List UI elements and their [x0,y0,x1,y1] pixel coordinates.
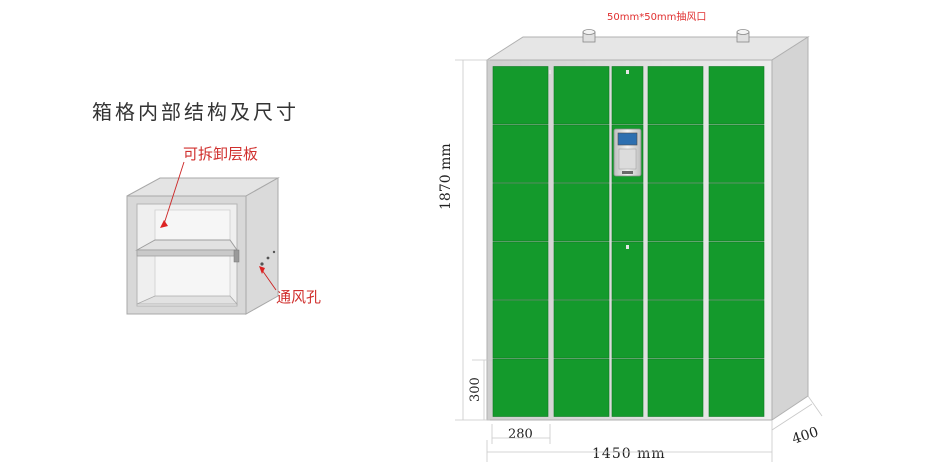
locker-door [708,124,765,183]
locker-door [492,300,549,359]
cabinet-top-face [485,36,810,61]
lock-mark [626,70,629,74]
barcode-scanner [622,171,633,174]
lock-mark [705,70,707,74]
lock-mark [626,245,629,249]
vent-arrow-icon [259,266,265,274]
compartment-side-face [245,177,279,315]
locker-door [708,300,765,359]
locker-door [647,300,704,359]
locker-door [647,183,704,242]
vent-leader-line [261,269,277,291]
locker-door [611,300,644,359]
locker-door [492,183,549,242]
locker-door [647,241,704,300]
locker-door [708,183,765,242]
shelf-arrow-icon [160,220,168,228]
door-hinge [233,249,240,263]
locker-door [708,66,765,125]
shelf-label: 可拆卸层板 [183,145,259,163]
locker-door [553,300,610,359]
locker-door [553,124,610,183]
locker-door [492,241,549,300]
vent-hole-label: 通风孔 [276,288,322,306]
detail-title: 箱格内部结构及尺寸 [92,100,299,124]
locker-door [611,241,644,300]
lock-mark [549,70,551,74]
locker-door [492,124,549,183]
locker-door [553,66,610,125]
compartment-detail-drawing [126,161,280,315]
exhaust-vent-icon [736,29,750,35]
shelf-leader-line [163,161,185,225]
locker-door [492,358,549,417]
locker-door [647,66,704,125]
locker-door [647,124,704,183]
locker-door [708,358,765,417]
depth-dimension-line [771,403,813,431]
locker-door-grid [492,66,765,417]
locker-door [611,358,644,417]
locker-door [553,358,610,417]
locker-door [553,241,610,300]
locker-cabinet-drawing [455,29,823,462]
control-panel-keypad [618,148,637,170]
vent-hole [260,262,264,266]
control-panel-screen [617,132,638,146]
locker-door [611,66,644,125]
locker-door [553,183,610,242]
locker-door [647,358,704,417]
removable-shelf [135,239,238,251]
exhaust-vent-label: 50mm*50mm抽风口 [607,12,707,23]
vent-hole [272,250,276,254]
cabinet-side-face [771,36,809,421]
locker-door [611,183,644,242]
depth-dimension-tick [807,395,823,417]
width-dimension-label: 1450 mm [592,446,666,462]
vent-hole [266,256,270,260]
compartment-floor [136,295,238,305]
exhaust-vent-icon [582,29,596,35]
shelf-front-edge [136,249,238,257]
locker-door [492,66,549,125]
locker-door [708,241,765,300]
